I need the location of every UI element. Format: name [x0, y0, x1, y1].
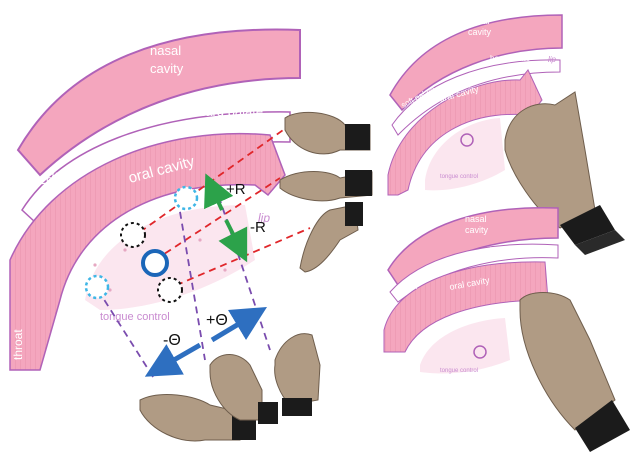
target-circle-icon: [86, 276, 108, 298]
inset-bottom-label-tongue-control: tongue control: [440, 368, 478, 374]
glove-hand-icon: [275, 334, 320, 416]
label-minus-theta: -Θ: [163, 332, 181, 349]
label-plus-r: +R: [226, 181, 246, 198]
inset-top-label-hard-palate: hard palate: [490, 54, 531, 63]
inset-top-label-nasal-2: cavity: [468, 27, 492, 37]
inset-top-label-tongue-control: tongue control: [440, 174, 478, 180]
glove-hand-icon: [280, 170, 372, 201]
label-hard-palate: hard palate: [198, 104, 263, 119]
target-circle-icon: [158, 278, 182, 302]
label-nasal-cavity-1: nasal: [150, 43, 181, 58]
glove-hand-icon: [300, 202, 363, 272]
label-minus-r: -R: [250, 219, 266, 236]
label-plus-theta: +Θ: [206, 312, 228, 329]
inset-bottom-label-nasal-1: nasal: [465, 214, 487, 224]
inset-top-label-nasal-1: nasal: [468, 16, 490, 26]
label-tongue-control: tongue control: [100, 311, 170, 323]
inset-bottom-label-nasal-2: cavity: [465, 225, 489, 235]
cursor-circle-icon: [143, 251, 167, 275]
glove-hand-icon: [520, 293, 630, 453]
label-throat: throat: [11, 329, 25, 360]
target-circle-icon: [175, 187, 197, 209]
target-circle-icon: [121, 223, 145, 247]
inset-top-label-lip: lip: [548, 55, 557, 64]
inset-bottom-label-hard-palate: hard palate: [490, 246, 531, 255]
glove-hand-icon: [285, 112, 370, 154]
label-nasal-cavity-2: cavity: [150, 61, 184, 76]
